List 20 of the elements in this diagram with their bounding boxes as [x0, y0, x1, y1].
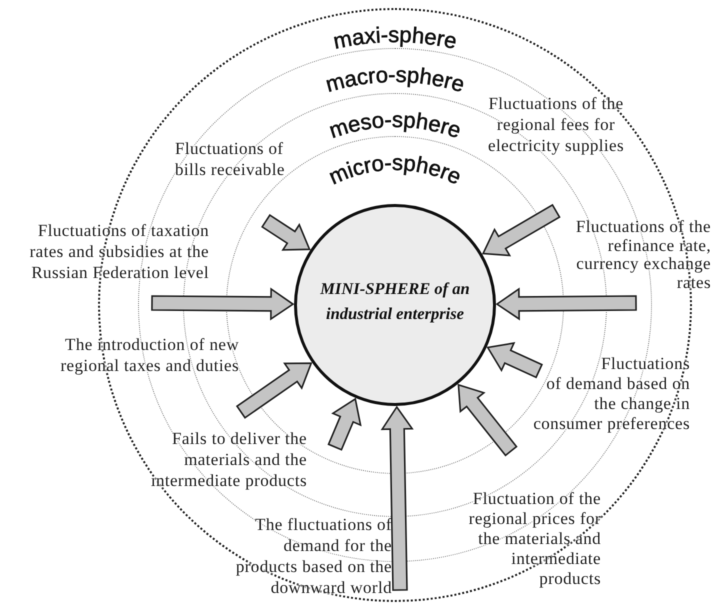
block-arrow [236, 362, 312, 419]
block-arrow [486, 342, 543, 378]
sphere-label: micro-sphere [325, 150, 466, 190]
block-arrow [261, 214, 311, 251]
block-arrow [328, 398, 362, 451]
factor-text: The introduction of new regional taxes and duties [60, 334, 239, 376]
factor-text: Fluctuations of taxation rates and subsidies at the Russian Federation level [30, 220, 209, 283]
factor-text: Fluctuations of demand based on the change in consumer preferences [533, 354, 690, 434]
factor-text: Fluctuations of bills receivable [175, 138, 285, 180]
block-arrow [496, 287, 637, 320]
block-arrow [380, 406, 414, 591]
sphere-label: macro-sphere [322, 62, 468, 97]
core-label: MINI-SPHERE of an industrial enterprise [319, 278, 471, 325]
sphere-label: maxi-sphere [331, 22, 460, 54]
block-arrow [458, 384, 518, 456]
block-arrow [151, 287, 294, 320]
block-arrow [482, 204, 561, 256]
factor-text: Fails to deliver the materials and the intermediate products [150, 428, 307, 491]
factor-text: Fluctuations of the regional fees for electricity supplies [488, 93, 624, 156]
sphere-label: meso-sphere [326, 106, 464, 144]
